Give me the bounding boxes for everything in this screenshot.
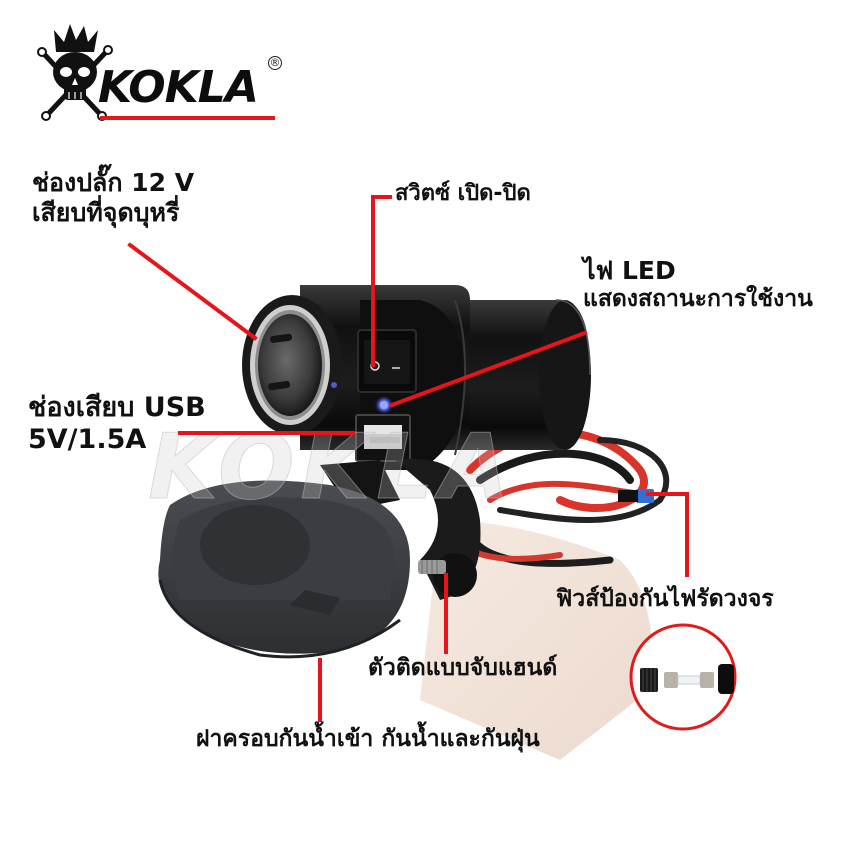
label-fuse: ฟิวส์ป้องกันไฟรัดวงจร xyxy=(556,586,774,612)
leader-socket-12v xyxy=(127,242,258,341)
brand-underline xyxy=(100,116,275,120)
label-cover: ฝาครอบกันน้ำเข้า กันน้ำและกันฝุ่น xyxy=(196,726,540,752)
leader-switch xyxy=(371,195,392,367)
label-socket-12v: ช่องปลั๊ก 12 V เสียบที่จุดบุหรี่ xyxy=(32,168,194,228)
registered-mark: ® xyxy=(268,56,282,70)
label-socket-12v-line2: เสียบที่จุดบุหรี่ xyxy=(32,198,180,227)
label-usb-line2: 5V/1.5A xyxy=(28,424,147,456)
label-led: ไฟ LED แสดงสถานะการใช้งาน xyxy=(583,256,813,314)
leader-led xyxy=(389,330,588,408)
fuse-icon xyxy=(629,623,737,731)
label-usb-line1: ช่องเสียบ USB xyxy=(28,392,206,423)
label-led-line1: ไฟ LED xyxy=(583,256,676,285)
label-led-line2: แสดงสถานะการใช้งาน xyxy=(583,286,813,312)
fuse-inset xyxy=(628,622,738,732)
label-mount: ตัวติดแบบจับแฮนด์ xyxy=(368,655,558,681)
label-switch: สวิตซ์ เปิด-ปิด xyxy=(395,181,531,206)
leader-fuse xyxy=(646,492,689,577)
brand-name: KOKLA xyxy=(98,62,259,113)
label-usb: ช่องเสียบ USB 5V/1.5A xyxy=(28,392,206,457)
label-socket-12v-line1: ช่องปลั๊ก 12 V xyxy=(32,168,195,197)
hand-background xyxy=(420,520,652,760)
